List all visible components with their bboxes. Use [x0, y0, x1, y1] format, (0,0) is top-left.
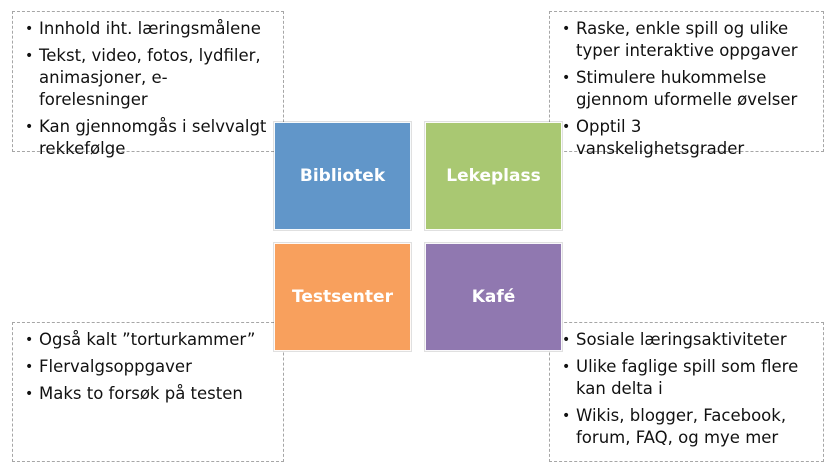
kafe-label: Kafé — [471, 287, 516, 307]
testsenter-tile: Testsenter — [274, 243, 411, 351]
bibliotek-notes: Innhold iht. læringsmålene Tekst, video,… — [12, 11, 284, 158]
lekeplass-tile: Lekeplass — [425, 122, 562, 230]
bullet-item: Maks to forsøk på testen — [25, 383, 273, 405]
bullet-item: Stimulere hukommelse gjennom uformelle ø… — [562, 67, 813, 111]
bullet-item: Raske, enkle spill og ulike typer intera… — [562, 18, 813, 62]
bullet-item: Flervalgsoppgaver — [25, 356, 273, 378]
lekeplass-notes: Raske, enkle spill og ulike typer intera… — [549, 11, 824, 158]
bullet-item: Sosiale læringsaktiviteter — [562, 329, 813, 351]
kafe-notes-list: Sosiale læringsaktiviteter Ulike faglige… — [562, 329, 813, 449]
bibliotek-notes-list: Innhold iht. læringsmålene Tekst, video,… — [25, 18, 273, 160]
testsenter-notes: Også kalt ”torturkammer” Flervalgsoppgav… — [12, 322, 284, 462]
bullet-item: Innhold iht. læringsmålene — [25, 18, 273, 40]
bullet-item: Wikis, blogger, Facebook, forum, FAQ, og… — [562, 405, 813, 449]
kafe-tile: Kafé — [425, 243, 562, 351]
bibliotek-tile: Bibliotek — [274, 122, 411, 230]
bullet-item: Tekst, video, fotos, lydfiler, animasjon… — [25, 45, 273, 111]
bullet-item: Kan gjennomgås i selvvalgt rekkefølge — [25, 116, 273, 160]
lekeplass-label: Lekeplass — [446, 166, 541, 186]
bullet-item: Opptil 3 vanskelighetsgrader — [562, 116, 813, 160]
bullet-item: Ulike faglige spill som flere kan delta … — [562, 356, 813, 400]
bullet-item: Også kalt ”torturkammer” — [25, 329, 273, 351]
kafe-notes: Sosiale læringsaktiviteter Ulike faglige… — [549, 322, 824, 462]
lekeplass-notes-list: Raske, enkle spill og ulike typer intera… — [562, 18, 813, 160]
testsenter-notes-list: Også kalt ”torturkammer” Flervalgsoppgav… — [25, 329, 273, 405]
testsenter-label: Testsenter — [292, 287, 393, 307]
bibliotek-label: Bibliotek — [299, 166, 386, 186]
